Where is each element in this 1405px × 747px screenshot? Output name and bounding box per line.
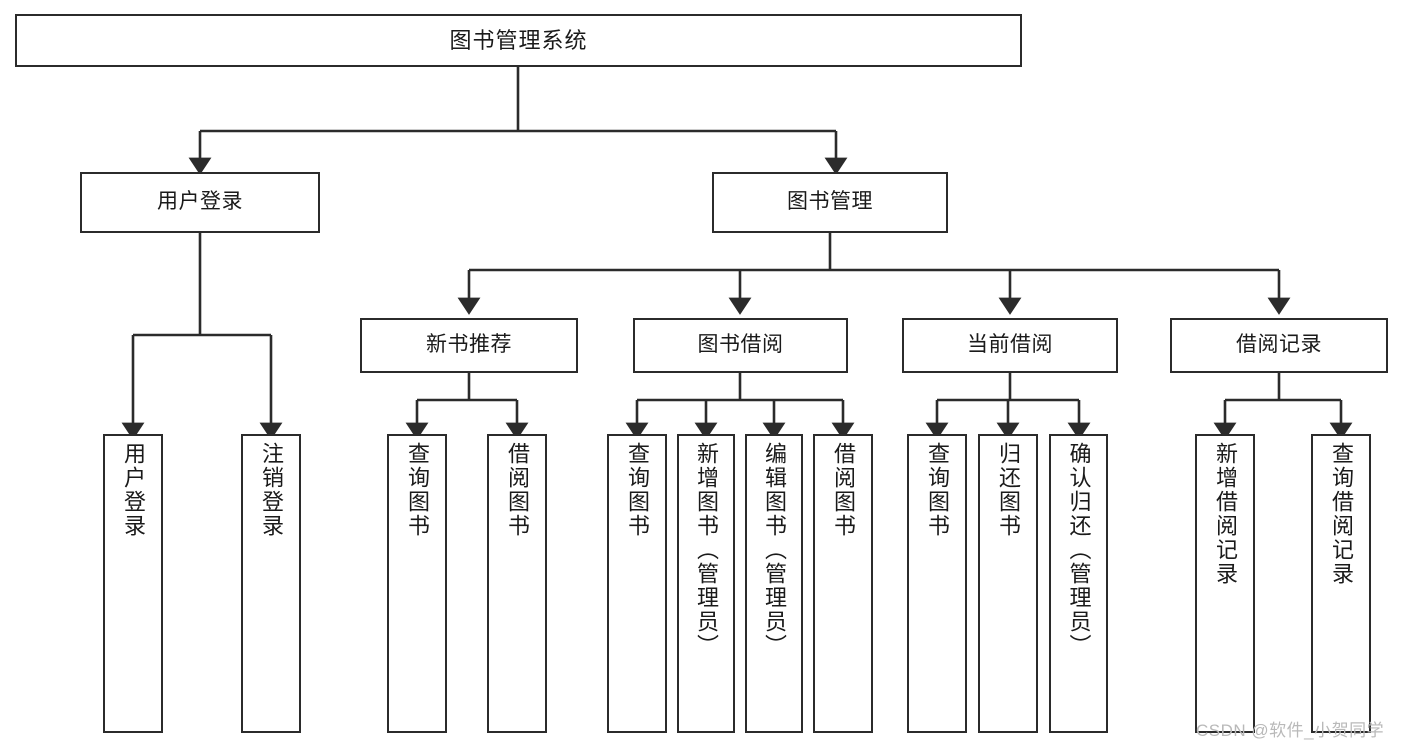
node-current-borrow[interactable]: 当前借阅	[902, 318, 1118, 373]
leaf-return-book-label: 归还图书	[996, 442, 1021, 538]
node-user-login-label: 用户登录	[157, 190, 243, 214]
leaf-query-book-1-label: 查询图书	[405, 442, 430, 538]
leaf-user-login[interactable]: 用户登录	[103, 434, 163, 733]
leaf-query-book-2-label: 查询图书	[625, 442, 650, 538]
leaf-add-book-label: 新增图书（管理员）	[694, 442, 719, 658]
node-root[interactable]: 图书管理系统	[15, 14, 1022, 67]
node-current-borrow-label: 当前借阅	[967, 333, 1053, 357]
leaf-return-book[interactable]: 归还图书	[978, 434, 1038, 733]
leaf-add-record-label: 新增借阅记录	[1213, 442, 1238, 586]
node-borrow-record-label: 借阅记录	[1236, 333, 1322, 357]
leaf-confirm-return[interactable]: 确认归还（管理员）	[1049, 434, 1108, 733]
watermark: CSDN @软件_小贺同学	[1196, 721, 1385, 740]
node-new-book-rec[interactable]: 新书推荐	[360, 318, 578, 373]
node-book-borrow-label: 图书借阅	[697, 333, 784, 357]
leaf-query-book-2[interactable]: 查询图书	[607, 434, 667, 733]
node-root-label: 图书管理系统	[449, 27, 588, 53]
leaf-add-book[interactable]: 新增图书（管理员）	[677, 434, 735, 733]
leaf-query-book-1[interactable]: 查询图书	[387, 434, 447, 733]
leaf-borrow-book-2-label: 借阅图书	[831, 442, 856, 538]
leaf-borrow-book-1[interactable]: 借阅图书	[487, 434, 547, 733]
leaf-query-book-3-label: 查询图书	[925, 442, 950, 538]
node-book-manage-label: 图书管理	[787, 190, 873, 214]
node-book-manage[interactable]: 图书管理	[712, 172, 948, 233]
node-new-book-rec-label: 新书推荐	[426, 333, 512, 357]
leaf-borrow-book-2[interactable]: 借阅图书	[813, 434, 873, 733]
leaf-confirm-return-label: 确认归还（管理员）	[1066, 442, 1092, 658]
leaf-query-book-3[interactable]: 查询图书	[907, 434, 967, 733]
leaf-query-record-label: 查询借阅记录	[1329, 442, 1354, 586]
leaf-logout-label: 注销登录	[259, 442, 284, 538]
leaf-user-login-label: 用户登录	[121, 442, 146, 538]
node-book-borrow[interactable]: 图书借阅	[633, 318, 848, 373]
leaf-logout[interactable]: 注销登录	[241, 434, 301, 733]
node-borrow-record[interactable]: 借阅记录	[1170, 318, 1388, 373]
leaf-query-record[interactable]: 查询借阅记录	[1311, 434, 1371, 733]
leaf-edit-book-label: 编辑图书（管理员）	[762, 442, 787, 658]
leaf-add-record[interactable]: 新增借阅记录	[1195, 434, 1255, 733]
leaf-borrow-book-1-label: 借阅图书	[505, 442, 530, 538]
node-user-login[interactable]: 用户登录	[80, 172, 320, 233]
leaf-edit-book[interactable]: 编辑图书（管理员）	[745, 434, 803, 733]
